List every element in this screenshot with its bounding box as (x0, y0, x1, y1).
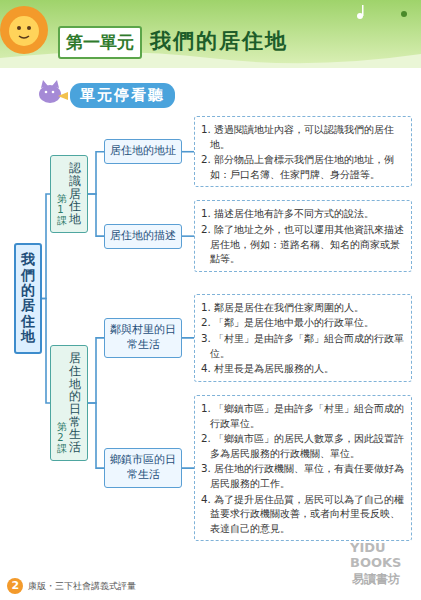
note-item: 3. 「村里」是由許多「鄰」組合而成的行政單位。 (201, 331, 405, 360)
note-box: 1. 鄰居是居住在我們住家周圍的人。2. 「鄰」是居住地中最小的行政單位。3. … (194, 294, 412, 382)
note-item: 4. 為了提升居住品質，居民可以為了自己的權益要求行政機關改善，或者向村里長反映… (201, 492, 405, 536)
topic-box: 鄉鎮市區的日常生活 (104, 448, 182, 488)
tree-connector (182, 467, 194, 469)
lesson-box: 第1課認識居住地 (50, 155, 88, 232)
unit-tag: 第一單元 (58, 26, 142, 59)
page-number: 2 (12, 579, 20, 592)
node-text: 認識居住地 (69, 162, 81, 225)
node-text: 居住地的地址 (110, 144, 176, 159)
node-text: 單元停看聽 (80, 86, 165, 105)
node-text: 鄉鎮市區的日常生活 (110, 453, 176, 483)
node-text: 第一單元 (66, 31, 134, 54)
tree-connector (88, 152, 104, 194)
page-number-badge (7, 578, 23, 594)
node-text: 鄰與村里的日常生活 (110, 323, 176, 353)
note-item: 2. 「鄉鎮市區」的居民人數眾多，因此設置許多為居民服務的行政機關、單位。 (201, 431, 405, 460)
music-note (357, 5, 407, 19)
topic-box: 居住地的描述 (104, 224, 182, 249)
note-item: 1. 描述居住地有許多不同方式的說法。 (201, 206, 405, 221)
watermark: 易讀書坊 (352, 571, 400, 588)
lesson-box: 第2課居住地的日常生活 (50, 345, 88, 460)
note-item: 1. 透過閱讀地址內容，可以認識我們的居住地。 (201, 122, 405, 151)
node-text: 居住地的描述 (110, 229, 176, 244)
tree-connector (88, 338, 104, 403)
section-band: 單元停看聽 (70, 83, 175, 108)
watermark: YIDU (350, 540, 386, 555)
banner-band (0, 0, 421, 64)
cat-trumpet-icon (39, 80, 68, 103)
node-text: 第1課 (57, 193, 67, 226)
tree-connector (182, 151, 194, 153)
note-box: 1. 「鄉鎮市區」是由許多「村里」組合而成的行政單位。2. 「鄉鎮市區」的居民人… (194, 395, 412, 541)
note-item: 2. 除了地址之外，也可以運用其他資訊來描述居住地，例如：道路名稱、知名的商家或… (201, 222, 405, 266)
node-text: 我們的居住地 (21, 252, 35, 344)
note-item: 2. 「鄰」是居住地中最小的行政單位。 (201, 315, 405, 330)
root-box: 我們的居住地 (14, 243, 42, 353)
tree-connector (42, 194, 50, 299)
topic-box: 居住地的地址 (104, 139, 182, 164)
page-title: 我們的居住地 (150, 27, 288, 55)
lion-illustration (0, 6, 48, 54)
tree-connector (182, 337, 194, 339)
note-item: 1. 鄰居是居住在我們住家周圍的人。 (201, 300, 405, 315)
footer-text: 康版・三下社會講義式評量 (28, 580, 136, 593)
topic-box: 鄰與村里的日常生活 (104, 318, 182, 358)
node-text: 第2課 (57, 421, 67, 454)
note-box: 1. 透過閱讀地址內容，可以認識我們的居住地。2. 部分物品上會標示我們居住地的… (194, 116, 412, 187)
watermark: BOOKS (350, 555, 401, 570)
note-item: 3. 居住地的行政機關、單位，有責任要做好為居民服務的工作。 (201, 461, 405, 490)
tree-connector (88, 403, 104, 468)
note-item: 1. 「鄉鎮市區」是由許多「村里」組合而成的行政單位。 (201, 401, 405, 430)
tree-connector (88, 194, 104, 236)
node-text: 居住地的日常生活 (69, 352, 81, 453)
note-item: 4. 村里長是為居民服務的人。 (201, 361, 405, 376)
note-item: 2. 部分物品上會標示我們居住地的地址，例如：戶口名簿、住家門牌、身分證等。 (201, 152, 405, 181)
tree-connector (42, 298, 50, 403)
tree-connector (182, 235, 194, 237)
note-box: 1. 描述居住地有許多不同方式的說法。2. 除了地址之外，也可以運用其他資訊來描… (194, 200, 412, 271)
